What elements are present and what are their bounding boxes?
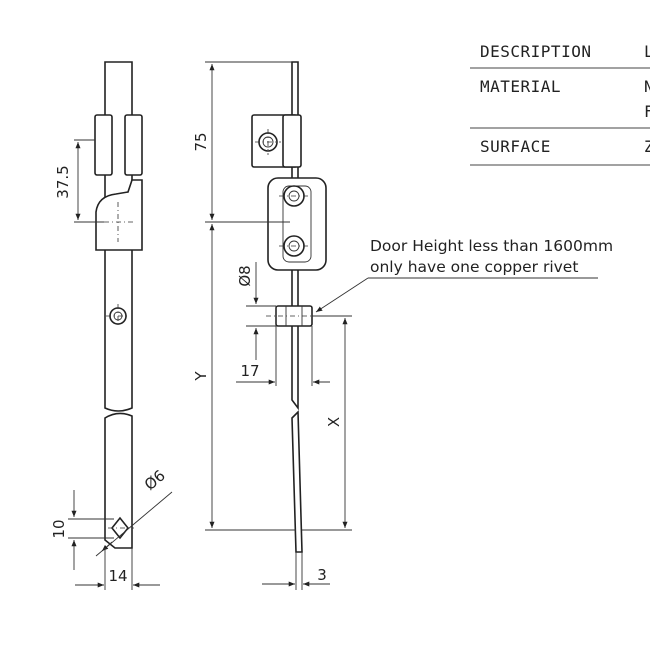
dim-diameter-6: Ø6 xyxy=(141,466,169,494)
strip-lower xyxy=(291,410,303,553)
dim-14: 14 xyxy=(108,567,127,585)
dim-10: 10 xyxy=(50,519,68,538)
hook-cam xyxy=(95,179,143,251)
table-label-material: MATERIAL xyxy=(480,77,561,96)
roller-bracket xyxy=(267,177,327,271)
note-line-2: only have one copper rivet xyxy=(370,258,578,276)
side-view: 75 Y Ø8 17 X 3 xyxy=(192,61,352,590)
table-value-surface: Z xyxy=(644,137,650,156)
dim-y: Y xyxy=(192,371,210,382)
rod-lower xyxy=(104,412,133,549)
guide-block-right xyxy=(124,114,143,176)
note-line-1: Door Height less than 1600mm xyxy=(370,237,613,255)
dim-37-5: 37.5 xyxy=(54,165,72,198)
bracket-top-flange xyxy=(282,114,302,168)
spec-table: DESCRIPTION L MATERIAL N F SURFACE Z xyxy=(470,42,650,166)
rivet-note: Door Height less than 1600mm only have o… xyxy=(315,237,613,313)
leader-arrow xyxy=(101,541,113,552)
dim-3: 3 xyxy=(317,566,327,584)
front-view: 37.5 10 Ø6 14 xyxy=(50,61,173,590)
table-label-surface: SURFACE xyxy=(480,137,551,156)
dim-x: X xyxy=(325,417,343,427)
table-value-material: N xyxy=(644,77,650,96)
dim-diameter-8: Ø8 xyxy=(236,265,254,286)
table-value-material-line2: F xyxy=(644,102,650,121)
note-leader xyxy=(315,277,369,313)
table-value-description: L xyxy=(644,42,650,61)
dim-17: 17 xyxy=(240,362,259,380)
dim-75: 75 xyxy=(192,132,210,151)
table-label-description: DESCRIPTION xyxy=(480,42,591,61)
guide-block-left xyxy=(94,114,113,176)
